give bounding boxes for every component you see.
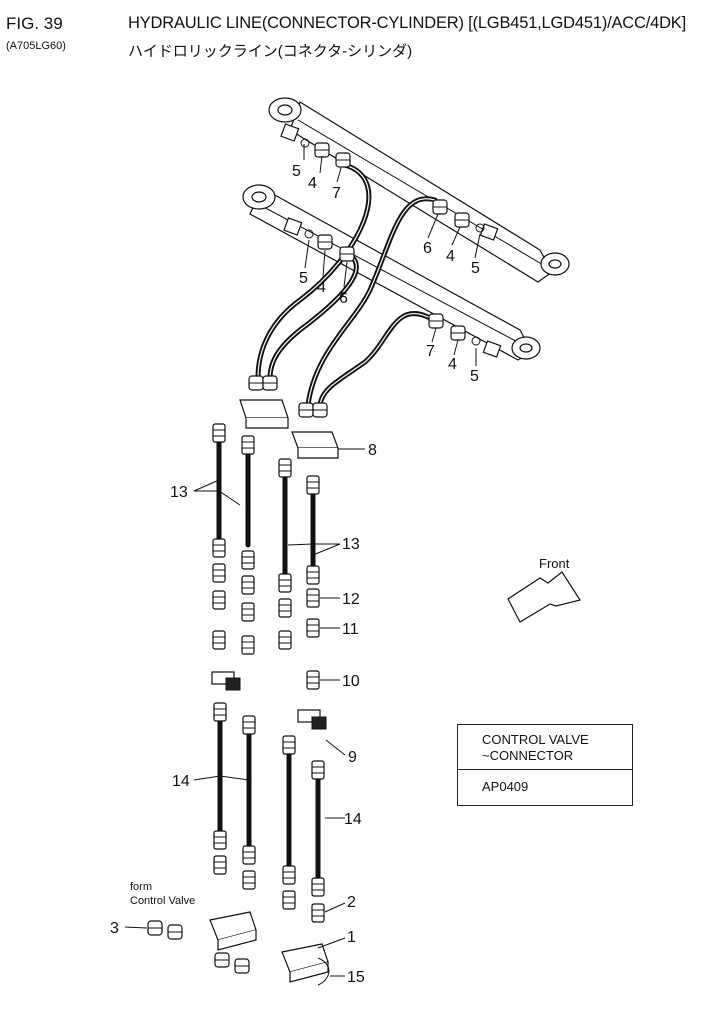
- info-box-line2: ~CONNECTOR: [482, 748, 574, 763]
- callout-12: 12: [342, 591, 360, 608]
- callout-6: 6: [339, 290, 348, 307]
- upper-hoses: [255, 162, 438, 408]
- callout-5: 5: [292, 163, 301, 180]
- callout-15: 15: [347, 969, 365, 986]
- callout-8: 8: [368, 442, 377, 459]
- callout-7: 7: [332, 185, 341, 202]
- tee-fittings: [211, 671, 327, 730]
- leader-lines: [124, 144, 481, 977]
- callout-9: 9: [348, 749, 357, 766]
- vertical-hoses: [216, 437, 321, 883]
- callout-4: 4: [317, 279, 326, 296]
- connector-blocks: [239, 375, 339, 459]
- callout-14: 14: [344, 811, 362, 828]
- callout-13: 13: [170, 484, 188, 501]
- callout-5: 5: [471, 260, 480, 277]
- cylinder-port-fittings: [300, 138, 485, 346]
- callout-5: 5: [299, 270, 308, 287]
- upper-cylinder: [268, 97, 570, 283]
- figure-code: (A705LG60): [6, 40, 66, 52]
- callout-numbers: 5 4 7 6 4 5 5 4 6 7 4 5 8 13 13 12 11 10…: [110, 163, 480, 986]
- info-box-description: CONTROL VALVE ~CONNECTOR: [458, 725, 632, 770]
- figure-title: HYDRAULIC LINE(CONNECTOR-CYLINDER) [(LGB…: [128, 14, 686, 32]
- callout-14: 14: [172, 773, 190, 790]
- callout-2: 2: [347, 894, 356, 911]
- lower-cylinder: [242, 184, 541, 361]
- front-direction-arrow: Front: [507, 556, 581, 623]
- callout-1: 1: [347, 929, 356, 946]
- from-control-valve-note-line2: Control Valve: [130, 895, 195, 907]
- front-label: Front: [539, 556, 570, 571]
- callout-7: 7: [426, 343, 435, 360]
- callout-6: 6: [423, 240, 432, 257]
- callout-11: 11: [342, 621, 359, 638]
- info-box-code: AP0409: [482, 779, 529, 794]
- callout-3: 3: [110, 920, 119, 937]
- figure-title-japanese: ハイドロリックライン(コネクタ-シリンダ): [128, 43, 413, 60]
- callout-4: 4: [308, 175, 317, 192]
- from-control-valve-note-line1: form: [130, 881, 152, 893]
- callout-10: 10: [342, 673, 360, 690]
- bottom-manifolds: [147, 911, 330, 986]
- figure-number: FIG. 39: [6, 14, 63, 33]
- callout-13: 13: [342, 536, 360, 553]
- callout-4: 4: [448, 356, 457, 373]
- callout-4: 4: [446, 248, 455, 265]
- info-box-line1: CONTROL VALVE: [482, 732, 589, 747]
- callout-5: 5: [470, 368, 479, 385]
- info-box: CONTROL VALVE ~CONNECTOR AP0409: [457, 724, 633, 806]
